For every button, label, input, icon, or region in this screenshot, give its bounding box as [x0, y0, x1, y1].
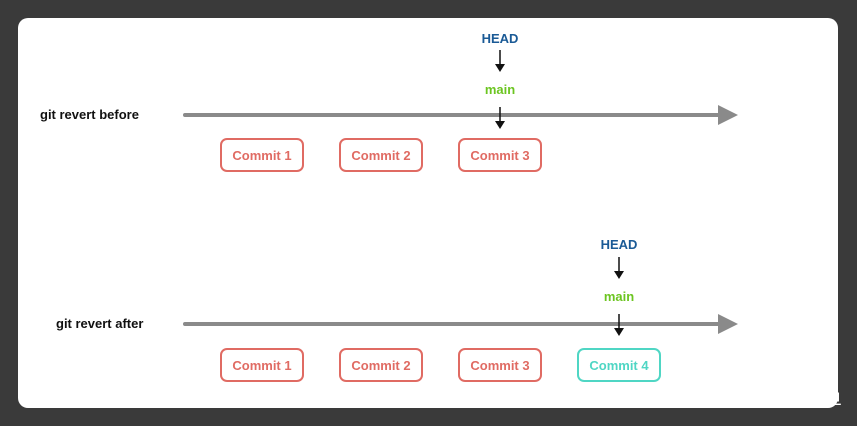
after-head-label: HEAD — [600, 237, 638, 252]
before-commit-3: Commit 3 — [458, 138, 542, 172]
after-timeline-arrowhead — [718, 314, 738, 334]
before-branch-label: main — [484, 82, 516, 97]
before-commit-1: Commit 1 — [220, 138, 304, 172]
watermark: 掘金技术社区 @ 溪饱鱼 — [618, 385, 843, 409]
after-commit-2: Commit 2 — [339, 348, 423, 382]
before-timeline — [183, 113, 723, 117]
before-row-label: git revert before — [40, 107, 139, 122]
after-head-arrow-icon — [614, 257, 624, 279]
before-head-arrow-icon — [495, 50, 505, 72]
before-timeline-arrowhead — [718, 105, 738, 125]
after-timeline — [183, 322, 723, 326]
after-branch-label: main — [603, 289, 635, 304]
after-commit-1: Commit 1 — [220, 348, 304, 382]
before-commit-2: Commit 2 — [339, 138, 423, 172]
after-branch-arrow-icon — [614, 314, 624, 336]
before-head-label: HEAD — [481, 31, 519, 46]
after-commit-4: Commit 4 — [577, 348, 661, 382]
diagram-canvas: git revert before HEAD main Commit 1 Com… — [18, 18, 838, 408]
before-branch-arrow-icon — [495, 107, 505, 129]
after-row-label: git revert after — [56, 316, 144, 331]
after-commit-3: Commit 3 — [458, 348, 542, 382]
